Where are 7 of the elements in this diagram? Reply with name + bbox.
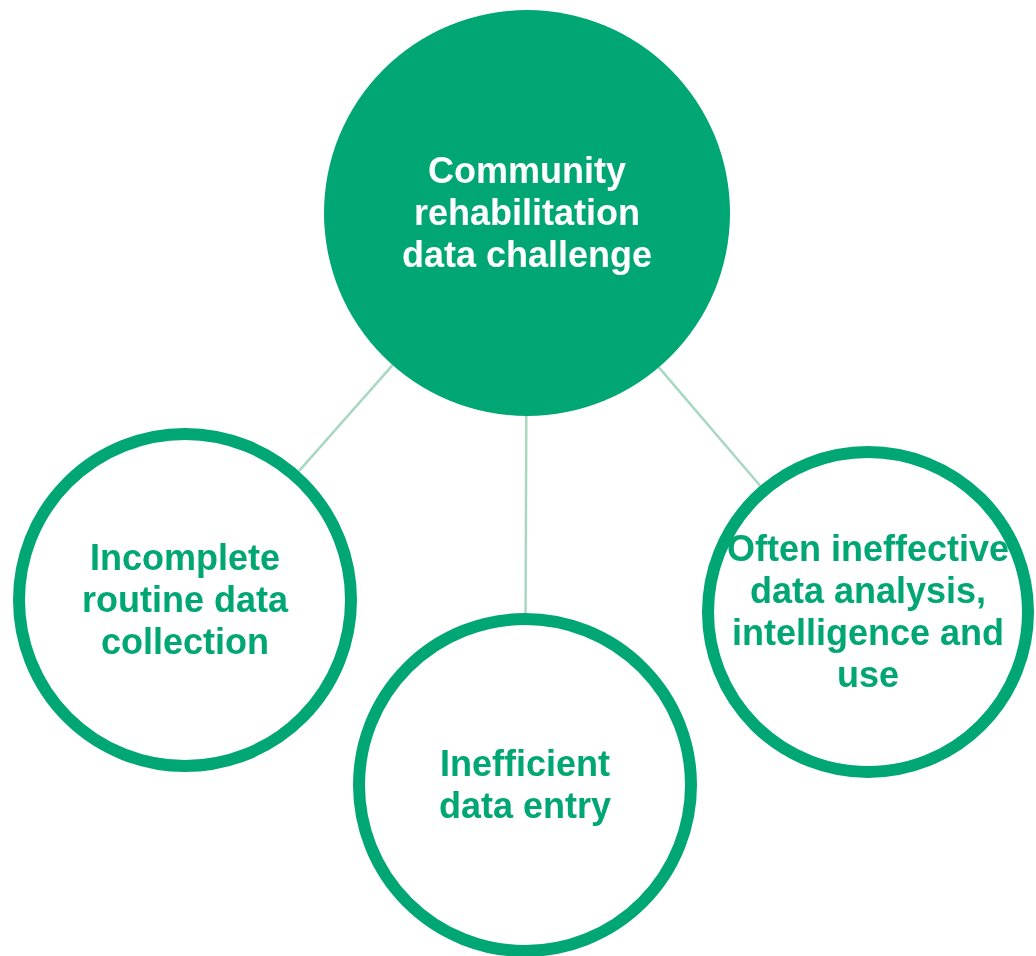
node-label: Often ineffective data analysis, intelligence and use <box>725 527 1011 697</box>
node-label: Inefficient data entry <box>437 742 613 828</box>
node-label: Community rehabilitation data challenge <box>400 149 654 277</box>
connector-line <box>524 416 528 613</box>
connector-line <box>657 366 762 487</box>
node-label: Incomplete routine data collection <box>81 536 290 664</box>
connector-line <box>297 364 394 472</box>
